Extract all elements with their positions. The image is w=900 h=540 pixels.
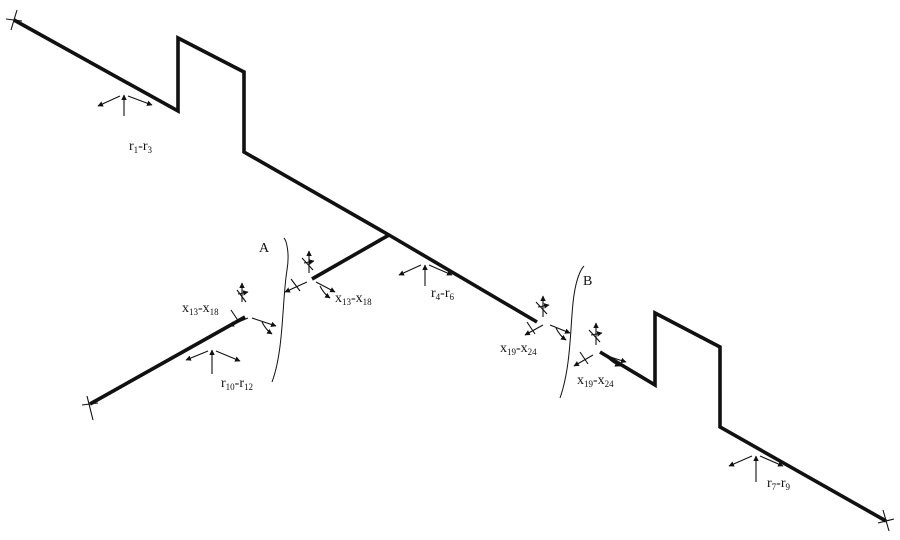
dof-symbol-x13-x18-left: [228, 282, 277, 335]
dof-symbol-r1-r3: [97, 94, 153, 116]
label-r1-r3: r1-r3: [129, 139, 153, 155]
label-x19-x24-right: x19-x24: [577, 373, 614, 389]
dof-symbol-r4-r6: [398, 264, 453, 286]
fixed-support-bottom-right: [877, 509, 895, 532]
label-r7-r9: r7-r9: [767, 476, 791, 492]
label-r4-r6: r4-r6: [431, 286, 455, 302]
cut-label-a: A: [259, 241, 270, 256]
label-x13-x18-left: x13-x18: [182, 301, 219, 317]
label-x13-x18-right: x13-x18: [335, 291, 372, 307]
dof-symbol-x13-x18-right: [284, 250, 336, 299]
fixed-support-top-left: [5, 9, 23, 31]
fixed-support-bottom-left: [81, 395, 99, 421]
dof-symbol-x19-x24-right: [573, 322, 627, 367]
cut-label-b: B: [583, 274, 592, 289]
cut-line-b: [559, 265, 585, 399]
main-pipe-upper: [13, 18, 538, 324]
dof-symbol-r10-r12: [185, 349, 241, 374]
main-pipe-lower: [599, 310, 887, 523]
dof-symbol-r7-r9: [728, 455, 784, 482]
label-x19-x24-left: x19-x24: [500, 341, 537, 357]
branch-pipe-stub: [311, 233, 390, 281]
dof-symbol-x19-x24-left: [524, 295, 571, 341]
branch-pipe-lower: [89, 315, 246, 406]
cut-line-a: [271, 237, 289, 383]
label-r10-r12: r10-r12: [221, 376, 253, 392]
